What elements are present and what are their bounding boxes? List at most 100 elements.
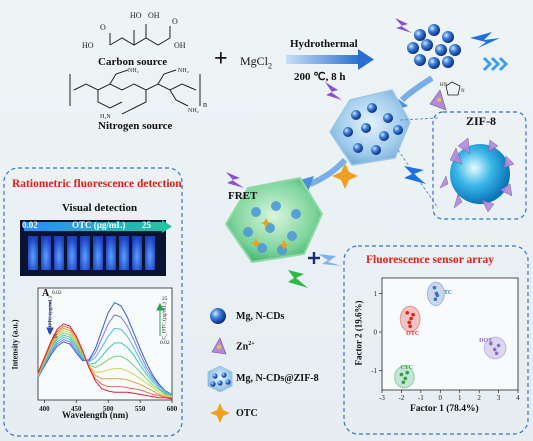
decrease-arrow (46, 300, 54, 336)
hydrothermal-arrow (286, 49, 374, 70)
spectrum-line-5 (37, 330, 173, 398)
pca-xtick-label-2: -1 (418, 394, 424, 402)
spectrum-line-7 (37, 325, 172, 399)
cd-sphere-icon (210, 308, 226, 324)
ratiometric-title: Ratiometric fluorescence detection (12, 178, 182, 190)
pca-xtick-label-1: -2 (399, 394, 405, 402)
scale-right: 25 (142, 220, 151, 230)
conc-left-top: 0.02 (52, 290, 62, 296)
uv-bolt-icon (395, 18, 412, 33)
nitrogen-source-label: Nitrogen source (98, 120, 173, 132)
spectrum-tick-label-1: 450 (71, 405, 82, 413)
spectrum-ylabel: Intensity (a.u.) (10, 319, 20, 370)
svg-text:HO: HO (82, 41, 94, 50)
curved-arrow-1 (399, 75, 434, 103)
visual-detection-label: Visual detection (62, 202, 138, 214)
pca-ytick-label-1: 0 (374, 329, 378, 337)
svg-text:NH₂: NH₂ (188, 108, 199, 114)
svg-text:O: O (100, 23, 106, 32)
pca-point-OTC-2 (407, 320, 412, 325)
otc-star-icon-top (332, 163, 358, 189)
mgcl2-label: MgCl2 (240, 54, 273, 71)
pca-label-CTC: CTC (400, 365, 413, 371)
pca-point-DOX-0 (489, 341, 493, 346)
pca-label-OTC: OTC (406, 331, 419, 337)
pca-point-CTC-3 (401, 380, 406, 385)
pca-point-OTC-0 (405, 310, 410, 315)
conc-right-bottom: 0.02 (160, 340, 170, 346)
pca-point-TC-2 (433, 297, 438, 302)
zif8-box (432, 111, 527, 220)
fret-label: FRET (228, 190, 258, 202)
nitrogen-source-structure (69, 69, 201, 115)
pca-xtick-label-6: 3 (497, 394, 501, 402)
increase-arrow (156, 302, 164, 336)
spectrum-line-6 (37, 327, 173, 399)
scale-mid: OTC (μg/mL) (72, 220, 126, 230)
spectrum-line-0 (37, 301, 173, 395)
polymer-n-subscript: n (203, 100, 207, 109)
spectrum-line-3 (37, 334, 173, 396)
pca-xtick-label-5: 2 (477, 394, 481, 402)
pca-xtick-label-4: 1 (458, 394, 462, 402)
conc-left-label: C_OTC (μg/mL) (47, 296, 54, 334)
cd-cluster-top (407, 24, 461, 69)
concentration-strip (24, 222, 162, 231)
svg-text:O: O (172, 17, 178, 26)
spectrum-tick-label-0: 400 (39, 405, 50, 413)
vials (28, 236, 155, 270)
sensor-array-title: Fluorescence sensor array (366, 254, 494, 266)
spectrum-x-ticks: 400 450 500 550 600 (39, 400, 178, 413)
pca-point-TC-3 (435, 293, 440, 298)
svg-text:H₂N: H₂N (100, 114, 111, 120)
svg-text:NH₂: NH₂ (128, 68, 139, 74)
spectrum-plot-frame (37, 287, 173, 401)
zif-hexagon-icon (207, 365, 233, 393)
pca-point-OTC-1 (409, 316, 413, 321)
pca-xtick-label-7: 4 (516, 394, 520, 402)
pca-ytick-label-2: 1 (374, 290, 378, 298)
svg-text:HN: HN (440, 83, 448, 88)
legend-label-otc: OTC (236, 408, 258, 419)
scale-left: 0.02 (22, 220, 38, 230)
spectrum-tick-label-4: 600 (167, 405, 178, 413)
pca-point-CTC-2 (405, 370, 410, 375)
spectrum-xlabel: Wavelength (nm) (62, 410, 129, 420)
svg-text:OH: OH (148, 11, 160, 20)
spectrum-tick-label-3: 550 (135, 405, 146, 413)
spectrum-line-4 (37, 332, 173, 398)
fret-hexagon (224, 176, 324, 264)
spectrum-line-2 (37, 327, 173, 396)
spectrum-line-1 (37, 314, 173, 395)
conc-right-label: C_OTC (μg/mL) (161, 302, 168, 340)
legend-label-zn: Zn2+ (236, 341, 255, 353)
condition-temp-time: 200 ℃, 8 h (294, 71, 346, 83)
spectrum-tick-label-2: 500 (103, 405, 114, 413)
uv-bolt-icon-2 (325, 82, 342, 100)
pca-point-CTC-1 (403, 376, 408, 381)
imidazole-structure (445, 81, 461, 96)
pca-label-TC: TC (444, 290, 452, 296)
emission-bolt-icon (470, 32, 500, 48)
emission-bolt-icon-2 (404, 166, 426, 184)
conc-right-top: 25 (162, 296, 168, 302)
pca-point-OTC-3 (411, 312, 415, 317)
emission-bolt-green-icon (288, 270, 308, 288)
curved-arrow-2 (308, 157, 348, 187)
pca-xlabel: Factor 1 (78.4%) (410, 404, 479, 414)
pca-plot-frame (381, 277, 519, 391)
otc-star-icon (210, 403, 230, 423)
panel-letter: A (42, 288, 50, 299)
uv-bolt-icon-3 (226, 172, 244, 188)
pca-point-DOX-1 (492, 347, 497, 352)
carbon-source-structure (109, 24, 171, 46)
svg-text:NH₂: NH₂ (178, 68, 189, 74)
svg-text:OH: OH (174, 41, 186, 50)
zif8-sphere (439, 137, 515, 213)
spectrum-series (37, 301, 173, 400)
pca-xtick-label-0: -3 (379, 394, 385, 402)
quench-cross-icon (308, 252, 320, 264)
conc-left-bottom: 25 (52, 334, 58, 340)
